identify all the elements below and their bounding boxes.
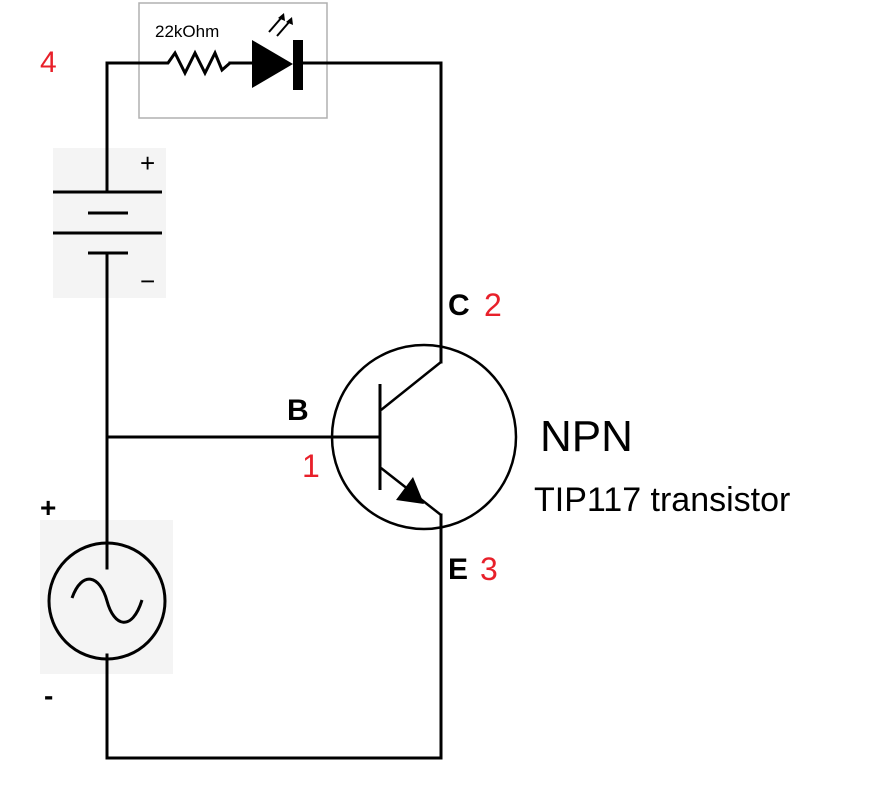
battery-icon bbox=[53, 190, 162, 255]
transistor-model-label: TIP117 transistor bbox=[534, 481, 791, 519]
npn-transistor-icon bbox=[330, 343, 518, 531]
pin-emitter-letter: E bbox=[448, 553, 469, 586]
ac-minus-label: - bbox=[44, 680, 54, 711]
ac-source-icon bbox=[47, 520, 167, 674]
led-diode-icon bbox=[252, 13, 303, 90]
wire-top-right-collector bbox=[298, 61, 443, 364]
battery-minus-label: − bbox=[140, 266, 156, 296]
resistor-value-label: 22kOhm bbox=[155, 22, 220, 41]
pin-base-number: 1 bbox=[302, 448, 320, 484]
battery-plus-label: + bbox=[140, 148, 156, 178]
transistor-type-label: NPN bbox=[540, 412, 633, 461]
node-label-4: 4 bbox=[40, 46, 57, 79]
ac-plus-label: + bbox=[40, 492, 57, 523]
pin-collector-number: 2 bbox=[484, 287, 502, 323]
wire-emitter-bottom bbox=[105, 513, 443, 760]
resistor-icon bbox=[158, 49, 231, 77]
wire-left-top bbox=[105, 61, 160, 194]
pin-collector-letter: C bbox=[448, 289, 470, 322]
pin-base-letter: B bbox=[287, 394, 309, 427]
pin-emitter-number: 3 bbox=[480, 551, 498, 587]
battery-background bbox=[53, 148, 166, 298]
